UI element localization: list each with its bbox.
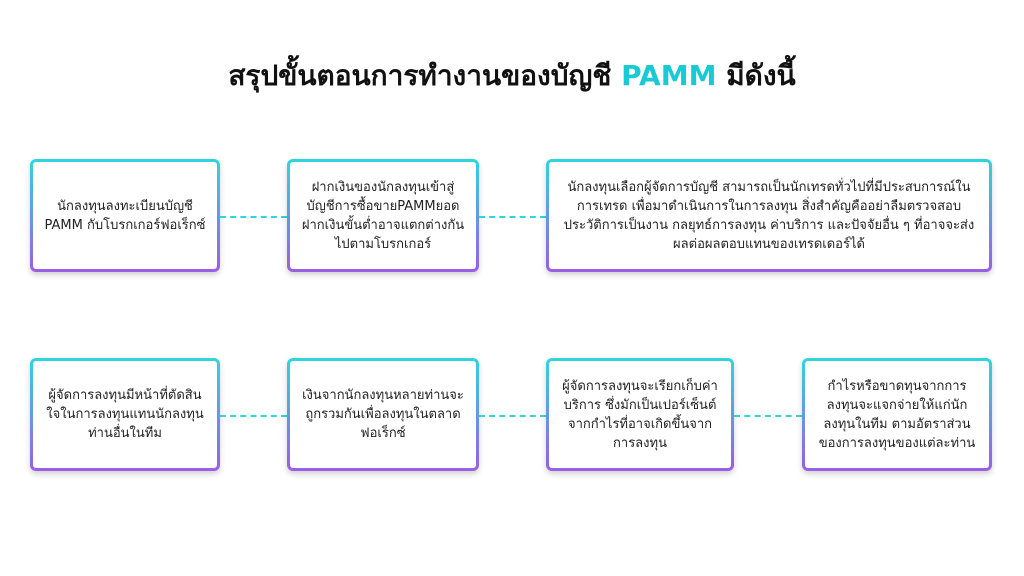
connector-2-3 xyxy=(479,216,546,218)
title-prefix: สรุปขั้นตอนการทำงานของบัญชี xyxy=(228,59,622,92)
step-register-box: นักลงทุนลงทะเบียนบัญชี PAMM กับโบรกเกอร์… xyxy=(30,159,220,272)
step-deposit-box: ฝากเงินของนักลงทุนเข้าสู่บัญชีการซื้อขาย… xyxy=(287,159,479,272)
connector-4-5 xyxy=(220,415,287,417)
step-manager-decides-box: ผู้จัดการลงทุนมีหน้าที่ตัดสินใจในการลงทุ… xyxy=(30,358,220,471)
title-suffix: มีดังนี้ xyxy=(716,59,796,92)
step-manager-decides-text: ผู้จัดการลงทุนมีหน้าที่ตัดสินใจในการลงทุ… xyxy=(46,388,204,441)
diagram-title: สรุปขั้นตอนการทำงานของบัญชี PAMM มีดังนี… xyxy=(0,56,1024,96)
step-register-text: นักลงทุนลงทะเบียนบัญชี PAMM กับโบรกเกอร์… xyxy=(44,198,206,233)
connector-1-2 xyxy=(220,216,287,218)
step-deposit-text: ฝากเงินของนักลงทุนเข้าสู่บัญชีการซื้อขาย… xyxy=(301,179,465,252)
step-distribution-text: กำไรหรือขาดทุนจากการลงทุนจะแจกจ่ายให้แก่… xyxy=(818,378,976,451)
step-distribution-box: กำไรหรือขาดทุนจากการลงทุนจะแจกจ่ายให้แก่… xyxy=(802,358,992,471)
step-fees-box: ผู้จัดการลงทุนจะเรียกเก็บค่าบริการ ซึ่งม… xyxy=(546,358,734,471)
connector-6-7 xyxy=(734,415,802,417)
step-pooled-funds-text: เงินจากนักลงทุนหลายท่านจะถูกรวมกันเพื่อล… xyxy=(302,388,464,441)
step-fees-text: ผู้จัดการลงทุนจะเรียกเก็บค่าบริการ ซึ่งม… xyxy=(562,378,718,451)
step-select-manager-box: นักลงทุนเลือกผู้จัดการบัญชี สามารถเป็นนั… xyxy=(546,159,992,272)
step-pooled-funds-box: เงินจากนักลงทุนหลายท่านจะถูกรวมกันเพื่อล… xyxy=(287,358,479,471)
step-select-manager-text: นักลงทุนเลือกผู้จัดการบัญชี สามารถเป็นนั… xyxy=(563,179,975,252)
connector-5-6 xyxy=(479,415,546,417)
title-accent: PAMM xyxy=(621,59,717,92)
